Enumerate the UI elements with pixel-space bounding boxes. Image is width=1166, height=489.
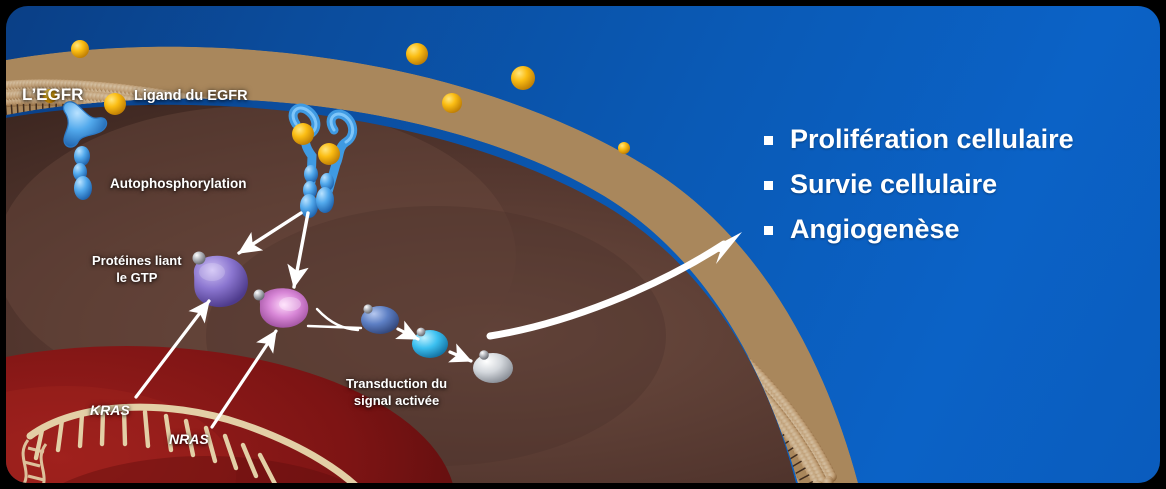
egfr-monomer-inactive — [62, 101, 108, 200]
nucleus — [6, 346, 456, 483]
label-kras: KRAS — [90, 402, 130, 418]
arrow-receptor-to-kras — [237, 211, 303, 255]
outcome-item: Angiogenèse — [764, 214, 1144, 246]
label-gtp-line2: le GTP — [116, 269, 158, 285]
label-transduction-line1: Transduction du — [346, 376, 448, 391]
label-gtp-binding-proteins: Protéines liant le GTP — [92, 253, 182, 286]
label-autophosphorylation: Autophosphorylation — [110, 176, 247, 191]
label-transduction-line2: signal activée — [353, 392, 440, 408]
chromosome-dna — [18, 403, 370, 483]
outcome-item: Survie cellulaire — [764, 169, 1144, 201]
arrow-kinase2-to-3 — [448, 343, 473, 363]
ligand-particle — [43, 89, 57, 103]
label-nras: NRAS — [169, 431, 209, 447]
ligand-particle — [104, 93, 126, 115]
diagram-svg — [6, 40, 858, 483]
outcome-label: Prolifération cellulaire — [790, 124, 1074, 154]
kras-protein — [192, 251, 248, 308]
phosphate-group — [192, 251, 206, 265]
arrow-kinase1-to-2 — [395, 320, 420, 341]
connector-nras-to-cascade — [315, 307, 360, 332]
kinase-cascade — [361, 304, 513, 383]
bullet-square-icon — [764, 136, 773, 145]
arrow-nras-label — [210, 329, 278, 429]
arrow-kras-label — [134, 299, 211, 399]
label-egfr: L’EGFR — [22, 85, 84, 104]
ligand-particle — [318, 143, 340, 165]
output-arrow — [486, 232, 742, 340]
arrow-receptor-to-nras — [287, 211, 310, 289]
label-gtp-line1: Protéines liant — [92, 253, 182, 268]
ligand-particle — [618, 142, 630, 154]
kinase-1 — [361, 304, 399, 334]
ligand-particle — [511, 66, 535, 90]
ligand-particle — [71, 40, 89, 58]
ligand-particle — [406, 43, 428, 65]
outcome-item: Prolifération cellulaire — [764, 124, 1144, 156]
kinase-3 — [473, 350, 513, 383]
outcome-label: Angiogenèse — [790, 213, 960, 244]
diagram-card: L’EGFR Ligand du EGFR Autophosphorylatio… — [6, 6, 1160, 483]
bullet-square-icon — [764, 180, 773, 190]
nras-protein — [253, 288, 309, 328]
phosphate-group — [253, 289, 265, 301]
label-ligand: Ligand du EGFR — [134, 88, 248, 104]
bullet-square-icon — [764, 225, 773, 235]
signal-arrows — [134, 211, 473, 429]
label-transduction: Transduction du signal activée — [346, 376, 447, 410]
outcome-label: Survie cellulaire — [790, 168, 998, 199]
ligand-particle — [292, 123, 314, 145]
ligand-particle — [442, 93, 462, 113]
